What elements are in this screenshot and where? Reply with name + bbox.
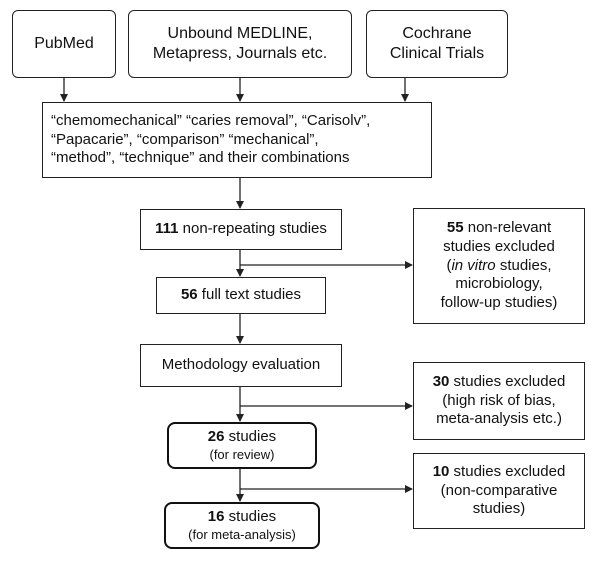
review-count: 26 <box>207 428 225 445</box>
full-text-count: 56 <box>180 286 198 304</box>
non-repeating-studies-box: 111 non-repeating studies <box>140 209 342 250</box>
meta-analysis-studies-box: 16 studies (for meta-analysis) <box>164 502 320 549</box>
methodology-evaluation-box: Methodology evaluation <box>140 344 342 387</box>
full-text-studies-box: 56 full text studies <box>156 277 326 314</box>
unbound-line-1: Unbound MEDLINE, <box>167 25 313 42</box>
keywords-line-2: “Papacarie”, “comparison” “mechanical”, <box>51 130 319 148</box>
source-cochrane: Cochrane Clinical Trials <box>366 10 508 78</box>
keywords-line-1: “chemomechanical” “caries removal”, “Car… <box>51 111 371 129</box>
methodology-label: Methodology evaluation <box>161 356 321 374</box>
non-repeating-label: non-repeating studies <box>178 220 327 238</box>
pubmed-label: PubMed <box>34 35 94 52</box>
keywords-line-3: “method”, “technique” and their combinat… <box>51 149 350 167</box>
meta-sub: (for meta-analysis) <box>188 526 296 542</box>
bias-excluded-count: 30 <box>432 372 450 390</box>
non-relevant-count: 55 <box>446 219 464 237</box>
meta-count: 16 <box>207 508 225 525</box>
bias-excluded-box: 30 studies excluded (high risk of bias, … <box>413 362 585 440</box>
noncomp-count: 10 <box>432 462 450 480</box>
in-vitro-text: in vitro <box>451 256 496 274</box>
noncomparative-excluded-box: 10 studies excluded (non-comparative stu… <box>413 453 585 529</box>
cochrane-line-1: Cochrane <box>402 25 472 42</box>
source-pubmed: PubMed <box>12 10 116 78</box>
unbound-line-2: Metapress, Journals etc. <box>152 45 328 62</box>
full-text-label: full text studies <box>197 286 302 304</box>
search-keywords-box: “chemomechanical” “caries removal”, “Car… <box>42 102 432 178</box>
non-relevant-excluded-box: 55 non-relevant studies excluded (in vit… <box>413 208 585 324</box>
cochrane-line-2: Clinical Trials <box>389 45 485 62</box>
review-sub: (for review) <box>209 446 275 462</box>
source-unbound-medline: Unbound MEDLINE, Metapress, Journals etc… <box>128 10 352 78</box>
review-studies-box: 26 studies (for review) <box>167 422 317 469</box>
non-repeating-count: 111 <box>155 220 179 238</box>
